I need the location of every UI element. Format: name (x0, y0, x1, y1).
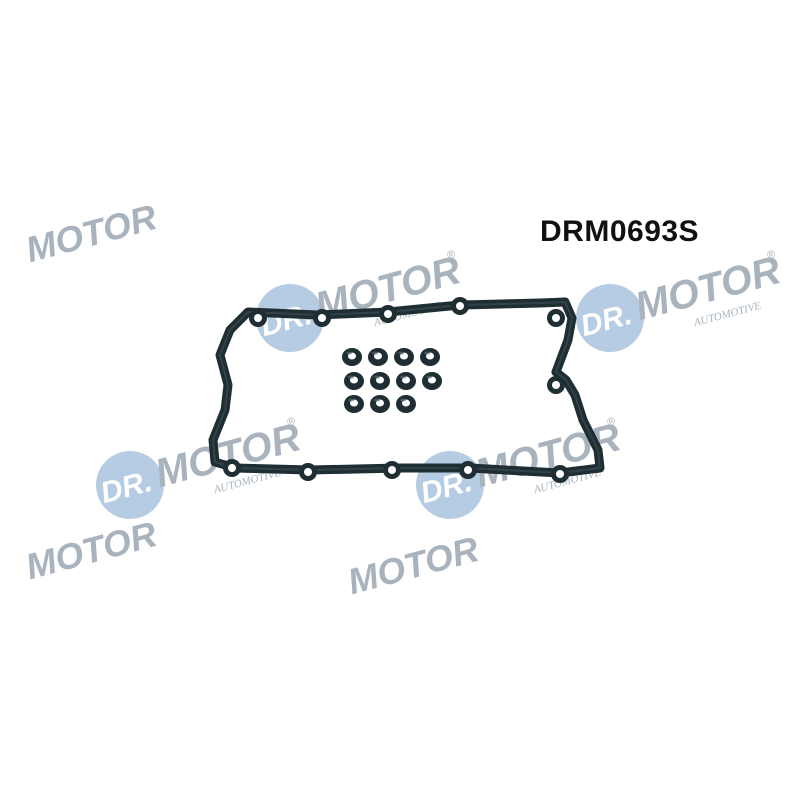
gasket-bolt-hole (456, 302, 464, 310)
seal-highlight (348, 398, 354, 402)
watermark-brand-text: MOTOR (21, 513, 160, 587)
product-code: DRM0693S (540, 215, 700, 248)
watermark-circle (576, 284, 644, 352)
watermark-brand-text: MOTOR (343, 528, 482, 602)
gasket-bolt-hole (318, 314, 326, 322)
seal-rings (342, 348, 442, 413)
watermark-mark: ® (606, 415, 617, 429)
seal-highlight (398, 351, 404, 355)
watermark-logo: MOTOR (21, 513, 160, 587)
gasket-bolt-hole (552, 381, 560, 389)
seal-highlight (424, 351, 430, 355)
watermark-mark: ® (286, 415, 297, 429)
seal-highlight (346, 351, 352, 355)
gasket-bolt-lugs (223, 297, 569, 483)
seal-highlight (374, 375, 380, 379)
gasket-bolt-hole (384, 310, 392, 318)
seal-highlight (400, 375, 406, 379)
watermark-brand-text: MOTOR (21, 196, 160, 270)
gasket-bolt-hole (552, 314, 560, 322)
seal-highlight (374, 398, 380, 402)
gasket-bolt-hole (464, 466, 472, 474)
watermark-logo: MOTOR (343, 528, 482, 602)
watermark-mark: ® (446, 248, 457, 262)
gasket-bolt-hole (388, 466, 396, 474)
watermark-logo: MOTOR (21, 196, 160, 270)
watermark-circle (96, 451, 164, 519)
gasket-bolt-hole (304, 468, 312, 476)
gasket-bolt-hole (254, 314, 262, 322)
seal-highlight (348, 375, 354, 379)
gasket-bolt-hole (556, 470, 564, 478)
seal-highlight (426, 375, 432, 379)
watermark-mark: ® (766, 248, 777, 262)
valve-cover-gasket (208, 297, 605, 483)
gasket-bolt-hole (228, 464, 236, 472)
seal-highlight (400, 398, 406, 402)
seal-highlight (372, 351, 378, 355)
